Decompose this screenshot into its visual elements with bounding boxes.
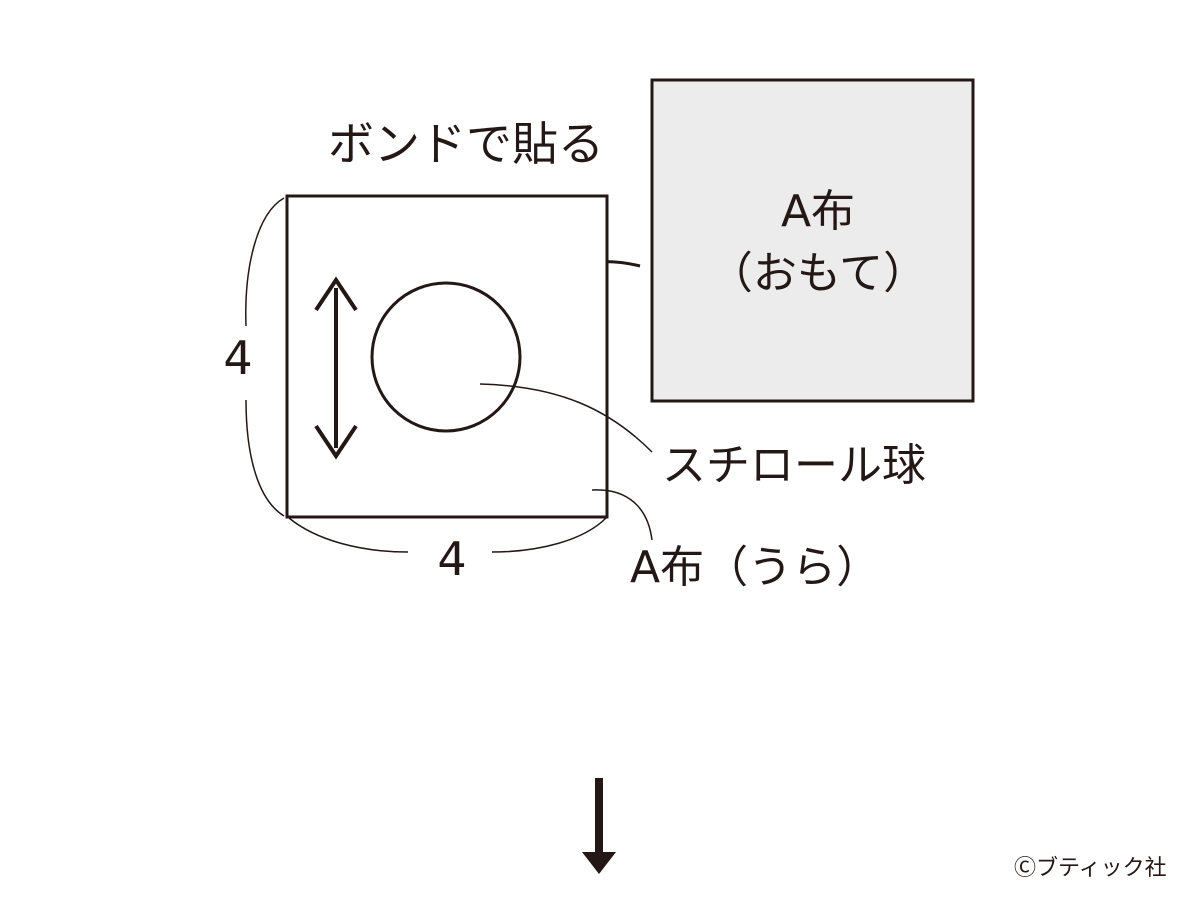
grain-direction-arrow <box>314 276 358 460</box>
height-dimension-bracket-bottom <box>245 399 285 517</box>
fabric-front-label-line1: A布 <box>781 186 855 237</box>
styrofoam-ball <box>370 281 522 433</box>
fabric-back-label: A布（うら） <box>630 542 880 593</box>
height-dimension-bracket-top <box>245 197 285 327</box>
fabric-back-leader-line <box>591 489 653 541</box>
styrofoam-ball-label: スチロール球 <box>662 440 926 491</box>
width-dimension-bracket-right <box>491 517 607 553</box>
width-dimension-bracket-left <box>288 517 409 553</box>
next-step-down-arrow <box>582 778 616 874</box>
fabric-front-label-line2: （おもて） <box>709 248 927 299</box>
width-dimension-label: 4 <box>437 532 466 586</box>
copyright-notice: Ⓒブティック社 <box>1014 856 1167 881</box>
ball-leader-line <box>479 383 653 453</box>
glue-instruction-label: ボンドで貼る <box>328 117 604 171</box>
height-dimension-label: 4 <box>223 331 252 385</box>
fabric-front-square <box>650 78 975 403</box>
